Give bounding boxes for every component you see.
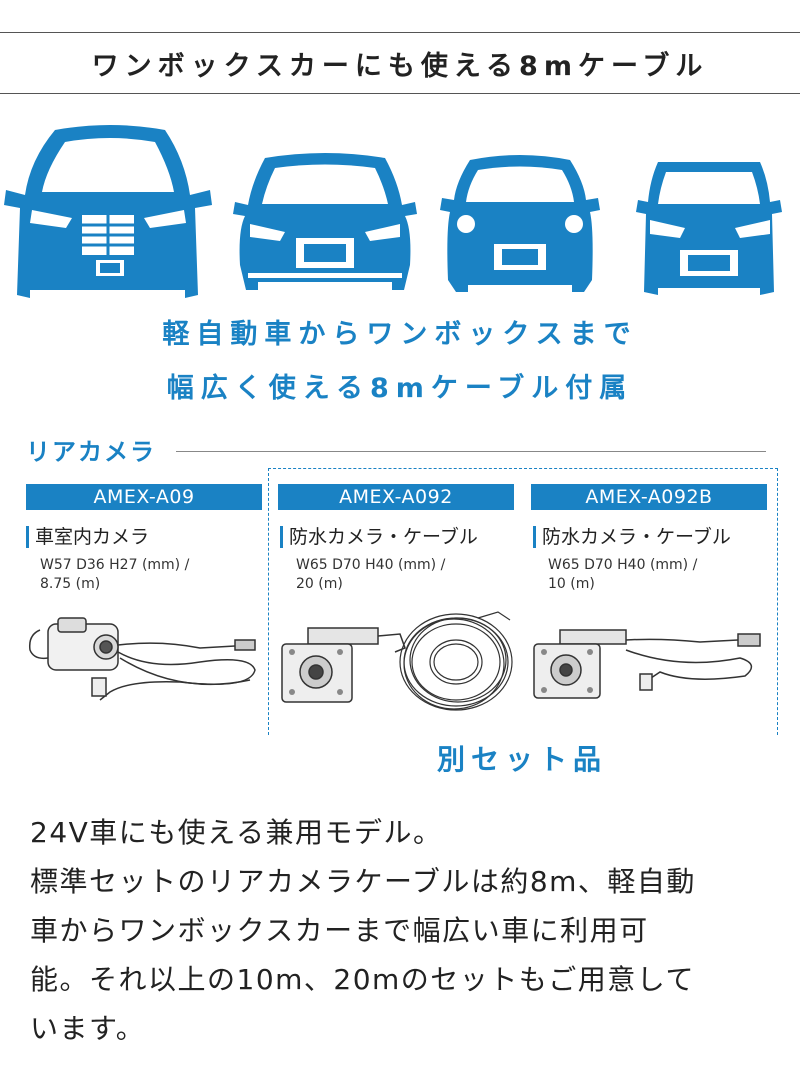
section-label-rear-camera: リアカメラ	[26, 438, 156, 466]
interior-camera-image	[28, 617, 256, 701]
description-line: 標準セットのリアカメラケーブルは約8m、軽自動	[30, 865, 696, 898]
section-divider	[176, 451, 766, 452]
compact-car-icon	[233, 153, 417, 290]
product-dims: W57 D36 H27 (mm) / 8.75 (m)	[40, 557, 190, 592]
model-bar-amex-a092b: AMEX-A092B	[531, 484, 767, 510]
model-bar-amex-a09: AMEX-A09	[26, 484, 262, 510]
description-line: 車からワンボックスカーまで幅広い車に利用可	[30, 914, 649, 947]
product-dims: W65 D70 H40 (mm) / 20 (m)	[296, 557, 446, 592]
page-title: ワンボックスカーにも使える8mケーブル	[91, 50, 709, 82]
product-photos	[28, 611, 761, 711]
product-name: 車室内カメラ	[26, 526, 149, 548]
box-wagon-icon	[636, 162, 782, 295]
product-name: 防水カメラ・ケーブル	[533, 526, 731, 548]
model-bar-amex-a092: AMEX-A092	[278, 484, 514, 510]
separate-set-label: 別セット品	[436, 743, 607, 776]
product-name: 防水カメラ・ケーブル	[280, 526, 478, 548]
minivan-icon	[4, 125, 212, 298]
tagline-line-1: 軽自動車からワンボックスまで	[162, 319, 638, 350]
car-illustrations	[4, 125, 782, 298]
product-dims: W65 D70 H40 (mm) / 10 (m)	[548, 557, 698, 592]
separate-set-frame	[268, 468, 778, 735]
waterproof-camera-image	[533, 629, 761, 699]
tagline-line-2: 幅広く使える8mケーブル付属	[166, 373, 634, 404]
description-line: います。	[30, 1012, 146, 1045]
description-line: 24V車にも使える兼用モデル。	[30, 816, 443, 849]
description-text: 24V車にも使える兼用モデル。 標準セットのリアカメラケーブルは約8m、軽自動 …	[30, 808, 780, 1053]
cable-coil-image	[399, 611, 513, 711]
header-band: ワンボックスカーにも使える8mケーブル	[0, 32, 800, 94]
kei-car-icon	[440, 155, 600, 292]
waterproof-camera-image	[281, 627, 406, 703]
description-line: 能。それ以上の10m、20mのセットもご用意して	[30, 963, 695, 996]
